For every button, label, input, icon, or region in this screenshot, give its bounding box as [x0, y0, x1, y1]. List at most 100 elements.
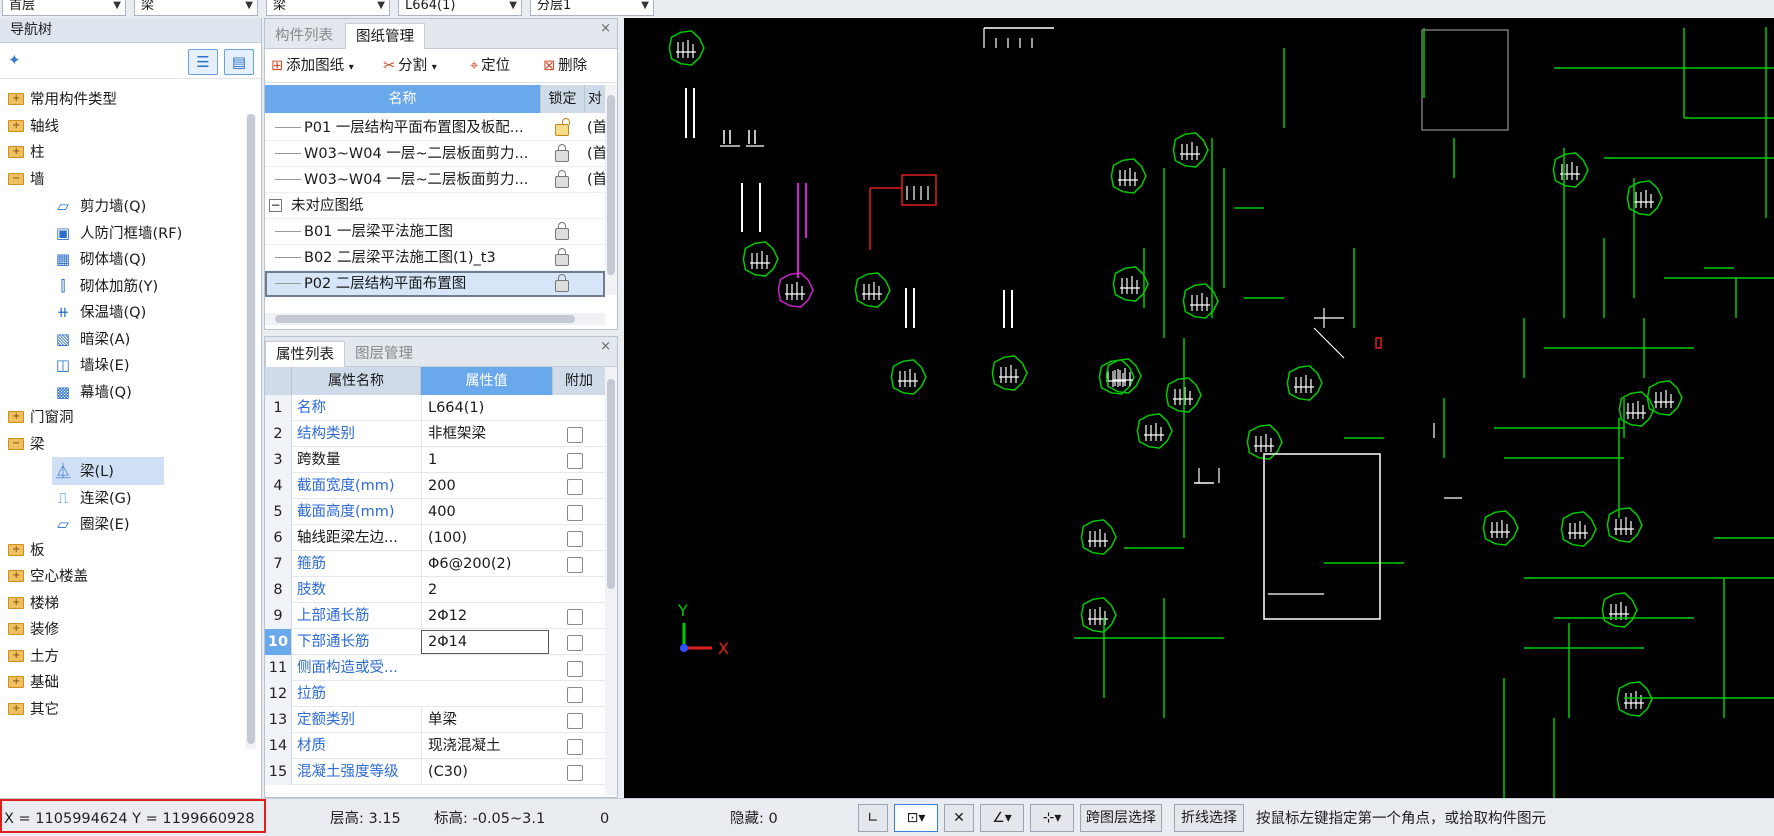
scroll-thumb[interactable]	[275, 315, 575, 323]
angle-icon[interactable]: ∠▾	[980, 804, 1024, 832]
nav-scrollbar[interactable]	[246, 114, 256, 749]
scroll-thumb[interactable]	[247, 114, 255, 744]
property-value[interactable]: 非框架梁	[421, 421, 551, 447]
extra-checkbox[interactable]	[567, 661, 583, 677]
drawing-row[interactable]: W03~W04 一层~二层板面剪力...(首	[265, 141, 605, 167]
nav-item[interactable]: ▱剪力墙(Q)	[52, 192, 146, 220]
column-name[interactable]: 名称	[265, 85, 541, 113]
nav-item[interactable]: 门窗洞	[8, 403, 74, 432]
cad-drawing[interactable]: YX	[624, 18, 1774, 798]
column-extra[interactable]: 附加	[565, 373, 593, 389]
column-property-value[interactable]: 属性值	[421, 367, 553, 395]
extra-checkbox[interactable]	[567, 609, 583, 625]
nav-item[interactable]: ▧暗梁(A)	[52, 325, 130, 353]
drawing-row[interactable]: B02 二层梁平法施工图(1)_t3	[265, 245, 605, 271]
nav-item[interactable]: 柱	[8, 138, 45, 167]
drawing-row[interactable]: P01 一层结构平面布置图及板配...(首	[265, 115, 605, 141]
tab-property-list[interactable]: 属性列表	[265, 341, 345, 367]
extra-checkbox[interactable]	[567, 427, 583, 443]
scroll-thumb[interactable]	[607, 379, 615, 589]
property-value[interactable]: 400	[421, 499, 551, 525]
extra-checkbox[interactable]	[567, 479, 583, 495]
property-value[interactable]: 单梁	[421, 707, 551, 733]
extra-checkbox[interactable]	[567, 765, 583, 781]
nav-item[interactable]: 梁	[8, 430, 45, 459]
ortho-icon[interactable]: ∟	[858, 804, 888, 832]
floor-dropdown[interactable]: 首层▼	[2, 0, 126, 16]
extra-checkbox[interactable]	[567, 557, 583, 573]
extra-checkbox[interactable]	[567, 635, 583, 651]
drawing-row[interactable]: W03~W04 一层~二层板面剪力...(首	[265, 167, 605, 193]
offset-icon[interactable]: ⊹▾	[1030, 804, 1074, 832]
close-icon[interactable]: ×	[600, 339, 611, 354]
nav-item[interactable]: 楼梯	[8, 589, 59, 618]
detail-view-icon[interactable]: ▤	[224, 49, 254, 75]
nav-item[interactable]: ⎍连梁(G)	[52, 484, 132, 512]
property-value[interactable]: 现浇混凝土	[421, 733, 551, 759]
column-property-name[interactable]: 属性名称	[292, 367, 421, 395]
nav-item[interactable]: 常用构件类型	[8, 85, 117, 114]
property-value[interactable]: Φ6@200(2)	[421, 551, 551, 577]
extra-checkbox[interactable]	[567, 531, 583, 547]
property-value[interactable]: 2Φ12	[421, 603, 551, 629]
tab-component-list[interactable]: 构件列表	[275, 28, 333, 44]
close-icon[interactable]: ×	[600, 21, 611, 36]
add-drawing-button[interactable]: ⊞添加图纸 ▾	[271, 55, 354, 77]
nav-item[interactable]: ▩幕墙(Q)	[52, 378, 132, 406]
polyline-select-button[interactable]: 折线选择	[1174, 804, 1244, 832]
nav-item[interactable]: 空心楼盖	[8, 562, 88, 591]
property-value[interactable]: 2Φ14	[421, 630, 549, 654]
property-value[interactable]: (100)	[421, 525, 551, 551]
property-value[interactable]: (C30)	[421, 759, 551, 785]
nav-item[interactable]: 墙	[8, 165, 45, 194]
nav-item[interactable]: ⧺保温墙(Q)	[52, 298, 147, 326]
drawing-row[interactable]: B01 一层梁平法施工图	[265, 219, 605, 245]
nav-item[interactable]: 装修	[8, 615, 59, 644]
extra-checkbox[interactable]	[567, 505, 583, 521]
property-value[interactable]: 200	[421, 473, 551, 499]
pin-icon[interactable]: ✦	[8, 51, 21, 69]
drawing-group-row[interactable]: −未对应图纸	[265, 193, 605, 219]
extra-checkbox[interactable]	[567, 453, 583, 469]
nav-item[interactable]: 板	[8, 536, 45, 565]
lock-icon[interactable]	[555, 170, 569, 188]
property-value[interactable]: 2	[421, 577, 551, 603]
nav-item[interactable]: ▣人防门框墙(RF)	[52, 219, 182, 247]
snap-icon[interactable]: ⊡▾	[894, 804, 938, 832]
extra-checkbox[interactable]	[567, 739, 583, 755]
layer-dropdown[interactable]: 分层1▼	[530, 0, 654, 16]
property-scrollbar[interactable]	[605, 367, 617, 795]
cross-icon[interactable]: ✕	[944, 804, 974, 832]
nav-item[interactable]: ⫿砌体加筋(Y)	[52, 272, 159, 300]
locate-button[interactable]: ⌖定位	[470, 55, 510, 77]
type-dropdown[interactable]: 梁▼	[266, 0, 390, 16]
lock-icon[interactable]	[555, 248, 569, 266]
nav-item[interactable]: 土方	[8, 642, 59, 671]
component-dropdown[interactable]: L664(1)▼	[398, 0, 522, 16]
lock-icon[interactable]	[555, 274, 569, 292]
category-dropdown[interactable]: 梁▼	[134, 0, 258, 16]
extra-checkbox[interactable]	[567, 713, 583, 729]
nav-item[interactable]: 其它	[8, 695, 59, 724]
drawing-scrollbar[interactable]	[605, 85, 617, 295]
nav-item[interactable]: ▱圈梁(E)	[52, 510, 129, 538]
cross-layer-select-button[interactable]: 跨图层选择	[1080, 804, 1162, 832]
lock-icon[interactable]	[555, 222, 569, 240]
nav-item[interactable]: ◫墙垛(E)	[52, 351, 130, 379]
drawing-row[interactable]: P02 二层结构平面布置图	[265, 271, 605, 297]
collapse-icon[interactable]: −	[269, 198, 282, 212]
property-value[interactable]: L664(1)	[421, 395, 551, 421]
